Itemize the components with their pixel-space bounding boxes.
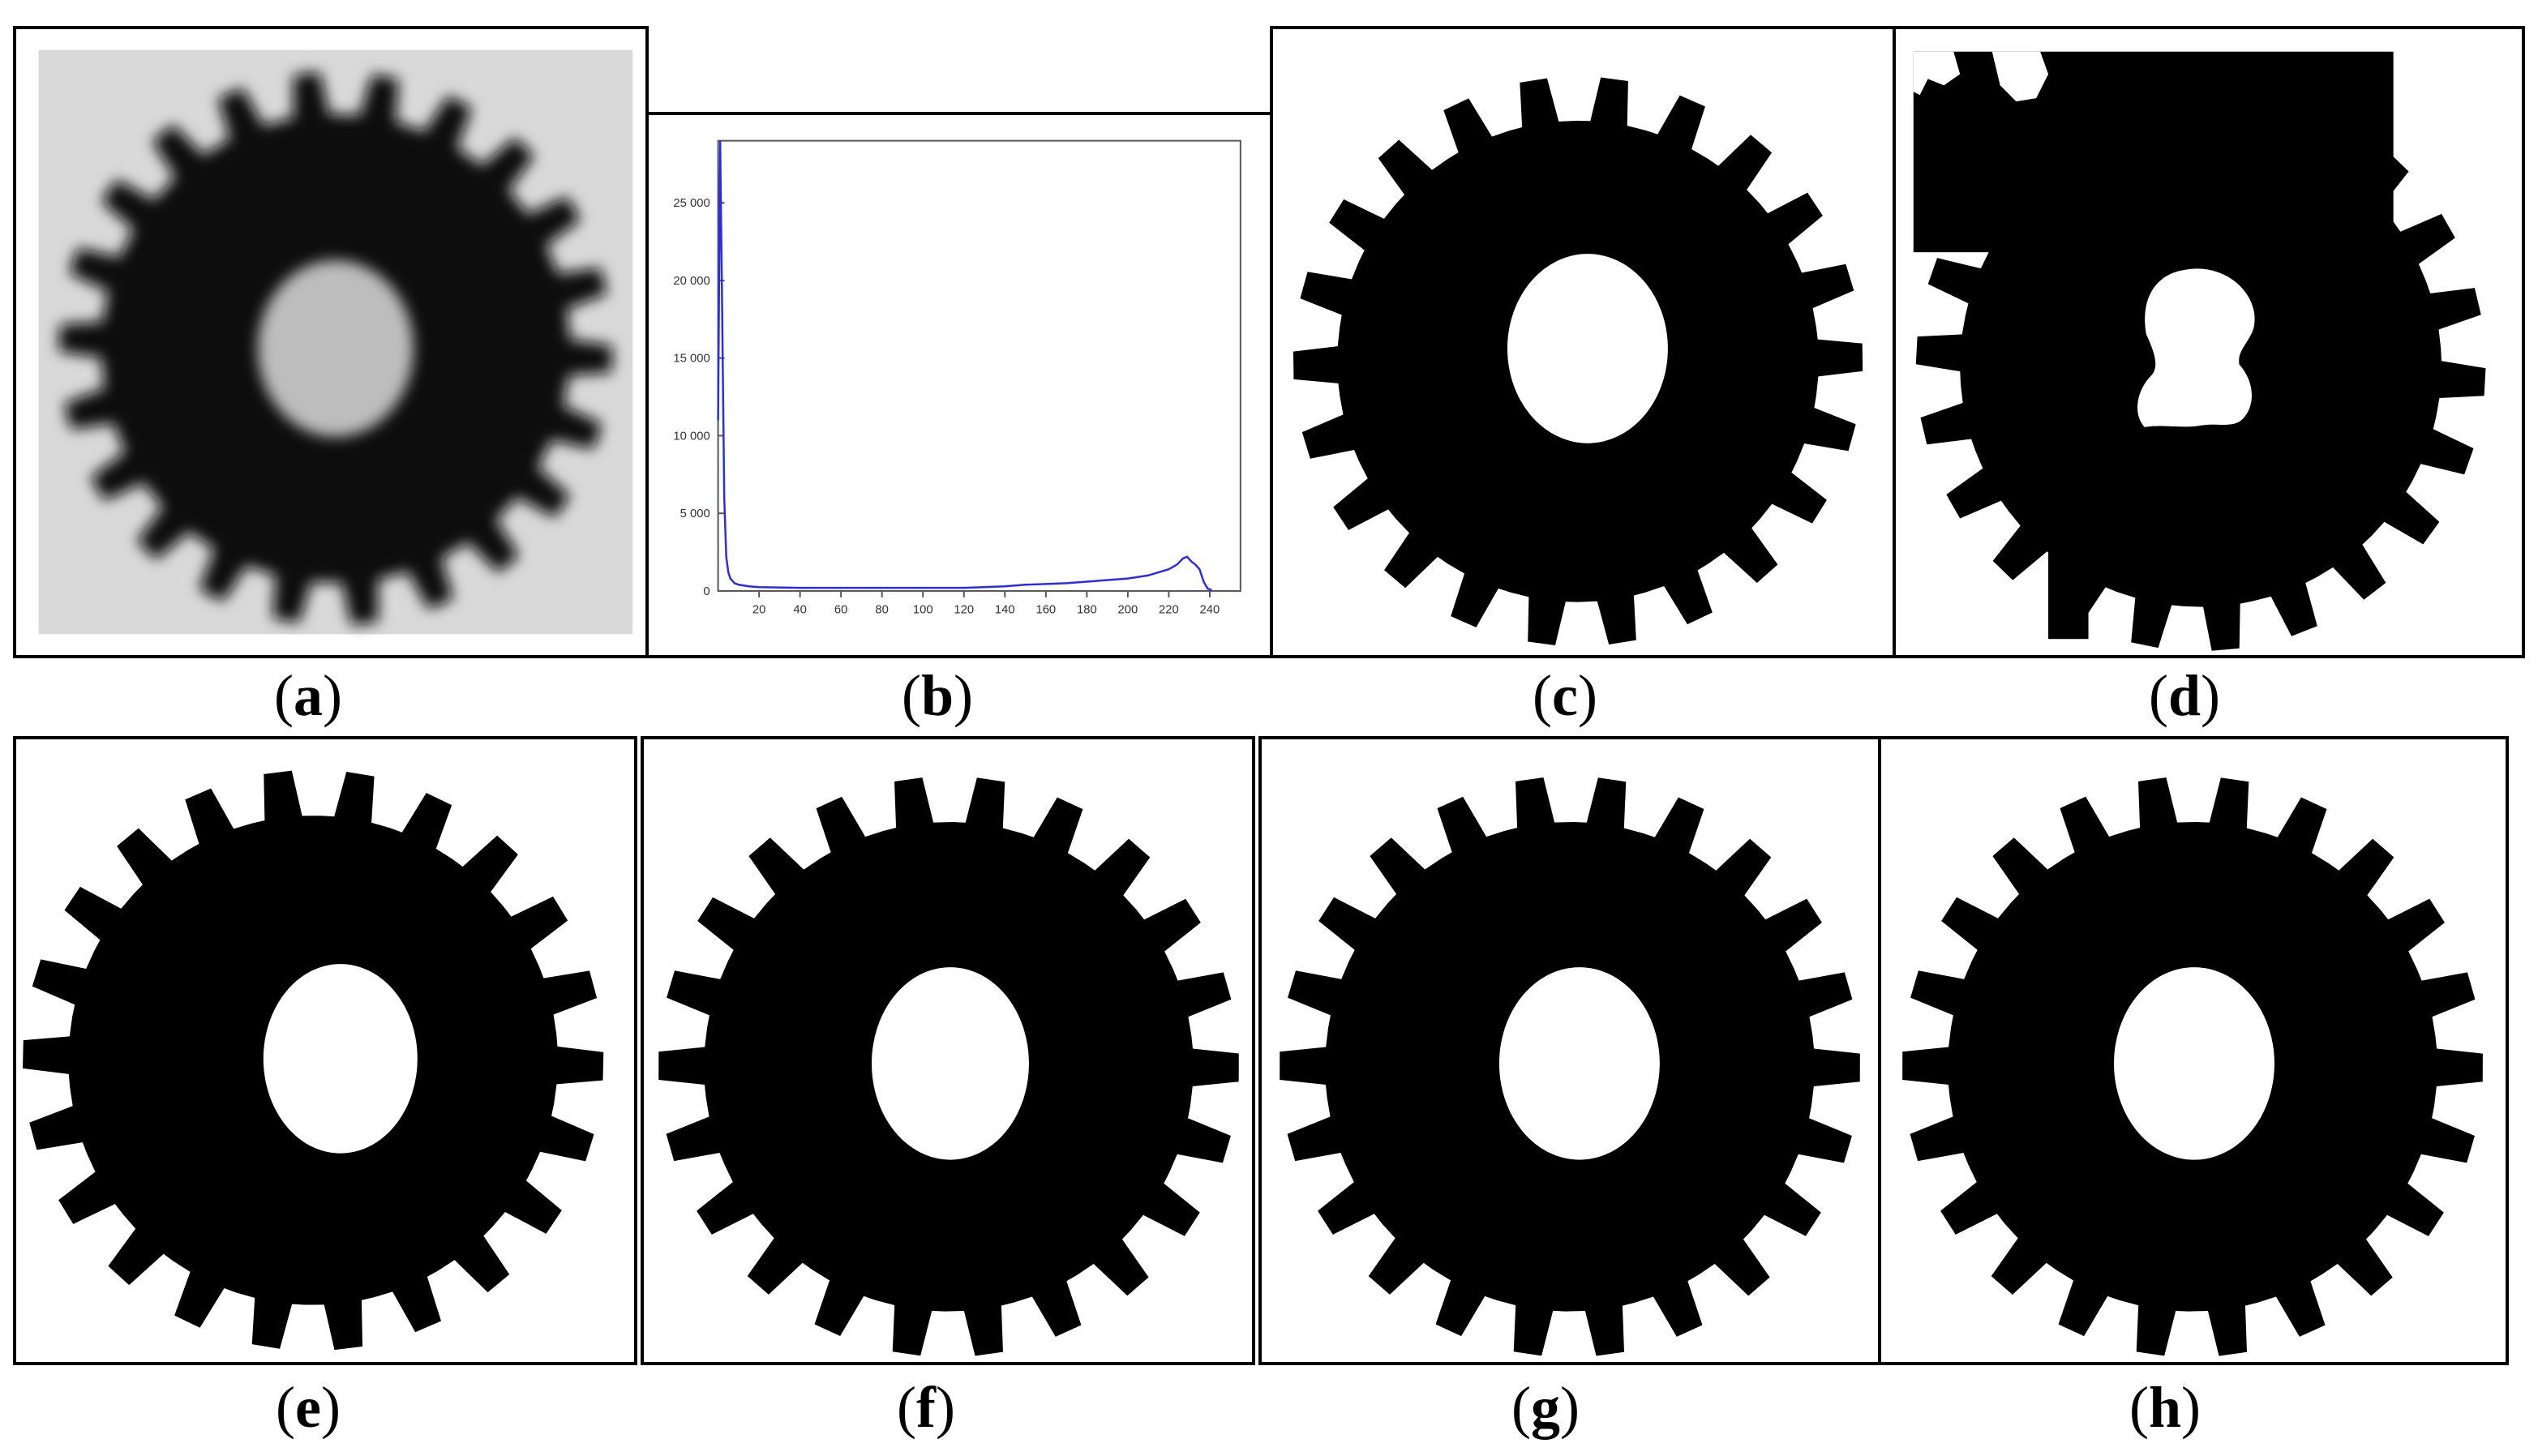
caption-g: (g) xyxy=(1511,1375,1580,1440)
y-tick-label: 25 000 xyxy=(673,197,710,210)
panel-f-binary-gear xyxy=(641,736,1255,1365)
x-tick-label: 80 xyxy=(875,604,888,617)
x-tick-label: 60 xyxy=(834,604,847,617)
x-tick-label: 120 xyxy=(954,604,974,617)
y-tick-label: 5 000 xyxy=(680,507,710,520)
panel-e-binary-gear xyxy=(13,736,637,1365)
x-tick-label: 180 xyxy=(1077,604,1097,617)
gear-e-bore xyxy=(263,964,418,1154)
caption-h: (h) xyxy=(2129,1375,2201,1440)
caption-c: (c) xyxy=(1533,663,1597,728)
binary-gear-f xyxy=(658,777,1239,1356)
x-tick-label: 200 xyxy=(1118,604,1138,617)
gear-f-bore xyxy=(872,967,1029,1160)
panel-d-noisy-gear xyxy=(1893,26,2525,658)
caption-e: (e) xyxy=(276,1375,341,1440)
binary-gear-e xyxy=(23,770,604,1351)
gear-d-white-speck xyxy=(1991,51,2049,102)
panel-c-binary-gear xyxy=(1270,26,1896,658)
x-tick-label: 160 xyxy=(1035,604,1056,617)
x-tick-label: 40 xyxy=(793,604,806,617)
gray-gear-image xyxy=(38,49,633,635)
caption-d: (d) xyxy=(2148,663,2220,728)
binary-gear-h xyxy=(1902,777,2483,1356)
caption-b: (b) xyxy=(901,663,973,728)
binary-gear-c xyxy=(1293,77,1863,645)
x-tick-label: 240 xyxy=(1200,604,1220,617)
binary-gear-g xyxy=(1280,777,1860,1356)
histogram-chart: 0 5 000 10 000 15 000 20 000 25 000 20 40 60 80 1… xyxy=(673,139,1241,617)
x-tick-label: 140 xyxy=(995,604,1015,617)
panel-a-grayscale-gear xyxy=(13,26,649,658)
y-tick-label: 0 xyxy=(703,585,710,598)
y-tick-label: 20 000 xyxy=(673,275,710,288)
plot-area-frame xyxy=(717,139,1241,592)
gear-c-bore xyxy=(1507,254,1668,443)
panel-g-binary-gear xyxy=(1258,736,1881,1365)
gear-d-bottom-left-noise xyxy=(2048,550,2089,640)
gear-g-bore xyxy=(1498,967,1660,1160)
panel-h-binary-gear xyxy=(1878,736,2509,1365)
gear-d-bore-irregular xyxy=(2137,268,2255,427)
panel-b-histogram: 0 5 000 10 000 15 000 20 000 25 000 20 40 60 80 1… xyxy=(645,112,1273,658)
caption-a: (a) xyxy=(274,663,342,728)
gray-gear-bore xyxy=(257,260,414,437)
x-tick-label: 100 xyxy=(913,604,933,617)
gear-d-white-speck xyxy=(1913,51,1961,96)
y-tick-label: 15 000 xyxy=(673,353,710,366)
gear-h-bore xyxy=(2114,967,2274,1160)
x-tick-label: 20 xyxy=(752,604,765,617)
histogram-series-line xyxy=(717,140,1212,592)
binary-gear-d xyxy=(1913,51,2486,651)
caption-f: (f) xyxy=(897,1375,955,1440)
x-tick-label: 220 xyxy=(1159,604,1179,617)
y-tick-label: 10 000 xyxy=(673,430,710,443)
